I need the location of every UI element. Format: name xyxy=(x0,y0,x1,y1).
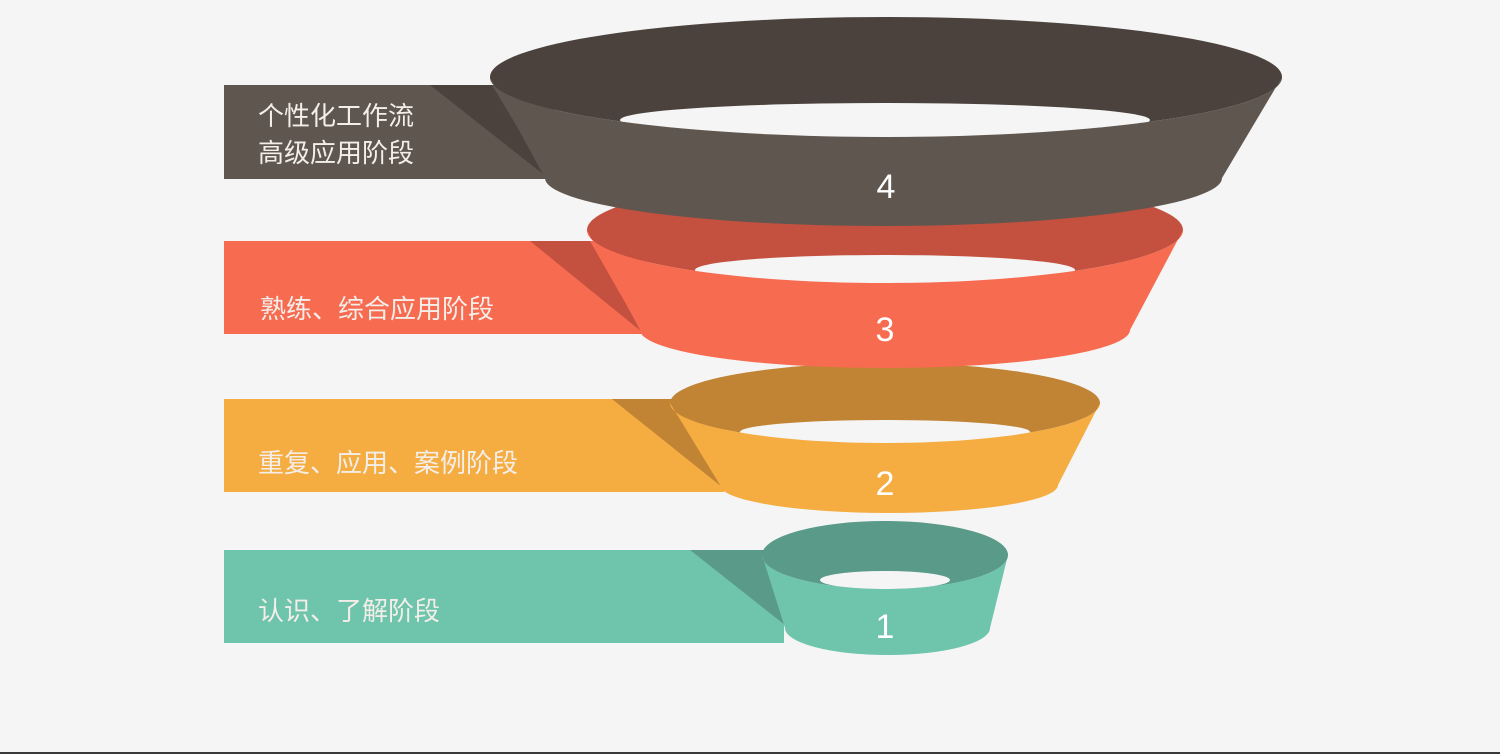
ring-inner-back xyxy=(762,521,1008,589)
ring-front-band xyxy=(587,230,1183,368)
stage-label-band xyxy=(224,550,784,643)
ring-front-band xyxy=(490,77,1282,226)
stage-number: 3 xyxy=(876,311,895,349)
stage-label: 认识、了解阶段 xyxy=(258,597,440,627)
stage-label: 个性化工作流 xyxy=(258,102,414,132)
stage-fold-shadow xyxy=(690,550,785,625)
funnel-stage-2: 2 重复、应用、案例阶段 xyxy=(224,363,1100,513)
ring-hole xyxy=(820,571,950,589)
bottom-border xyxy=(0,752,1500,754)
stage-label: 重复、应用、案例阶段 xyxy=(258,449,518,479)
stage-number: 2 xyxy=(876,465,895,503)
funnel-stage-1: 1 认识、了解阶段 xyxy=(224,521,1008,655)
ring-hole xyxy=(620,103,1150,137)
stage-fold-shadow xyxy=(430,85,548,178)
stage-number: 4 xyxy=(877,168,896,206)
stage-number: 1 xyxy=(876,608,895,646)
ring-hole xyxy=(695,255,1075,285)
ring-front-band xyxy=(762,555,1008,655)
ring-hole xyxy=(740,420,1030,444)
ring-inner-back xyxy=(670,363,1100,443)
stage-fold-shadow xyxy=(612,399,722,487)
stage-label: 高级应用阶段 xyxy=(258,139,414,169)
stage-fold-shadow xyxy=(530,241,642,332)
ring-inner-back xyxy=(490,17,1282,137)
stage-label: 熟练、综合应用阶段 xyxy=(260,295,494,325)
ring-front-band xyxy=(670,403,1100,513)
